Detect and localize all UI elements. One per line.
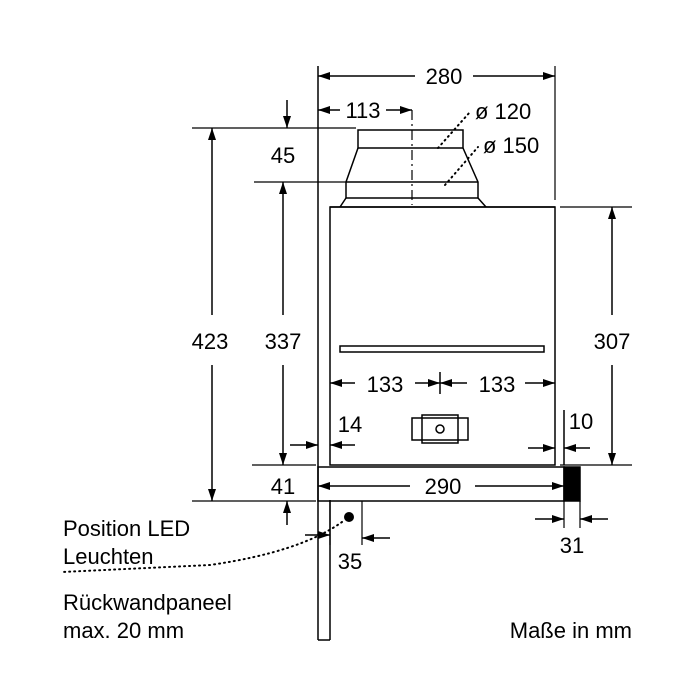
dia150-leader [444, 146, 479, 186]
control-unit-knob [435, 424, 445, 434]
led-label-line1: Position LED [63, 516, 190, 541]
dim-10-value: 10 [569, 409, 593, 434]
led-position-dot [344, 512, 354, 522]
panel-handle [563, 466, 581, 502]
dim-423-value: 423 [192, 329, 229, 354]
panel-front [317, 466, 565, 502]
control-unit [411, 414, 469, 444]
dim-280-value: 280 [426, 64, 463, 89]
dim-14-value: 14 [338, 412, 362, 437]
annotation-labels: Position LED Leuchten Rückwandpaneel max… [63, 516, 632, 643]
filter-bar [339, 345, 545, 353]
extension-lines [192, 66, 632, 545]
dim-307-value: 307 [594, 329, 631, 354]
dia120-leader [437, 111, 471, 149]
panel-label-line1: Rückwandpaneel [63, 590, 232, 615]
hood-body [329, 206, 556, 466]
dim-35-value: 35 [338, 549, 362, 574]
panel-label-line2: max. 20 mm [63, 618, 184, 643]
dim-133-left-value: 133 [367, 372, 404, 397]
exhaust-collar [339, 129, 487, 208]
led-dotted-leader [61, 521, 343, 573]
dim-290-value: 290 [425, 474, 462, 499]
dimension-lines [208, 72, 616, 542]
dim-133-right-value: 133 [479, 372, 516, 397]
slide-out-panel [317, 466, 581, 502]
dim-dia150-value: ø 150 [483, 133, 539, 158]
collar-foot [339, 197, 487, 208]
dim-113-value: 113 [345, 98, 380, 123]
back-wall-panel [317, 66, 331, 641]
dim-337-value: 337 [265, 329, 302, 354]
control-unit-frame [411, 417, 469, 441]
dim-dia120-value: ø 120 [475, 99, 531, 124]
led-label-line2: Leuchten [63, 544, 154, 569]
units-label: Maße in mm [510, 618, 632, 643]
dim-41-value: 41 [271, 474, 295, 499]
collar-upper [357, 129, 464, 149]
dim-31-value: 31 [560, 533, 584, 558]
dim-45-value: 45 [271, 143, 295, 168]
control-unit-inner [421, 414, 459, 444]
dimension-values: 280 113 ø 120 ø 150 45 423 337 307 133 1… [192, 64, 631, 574]
